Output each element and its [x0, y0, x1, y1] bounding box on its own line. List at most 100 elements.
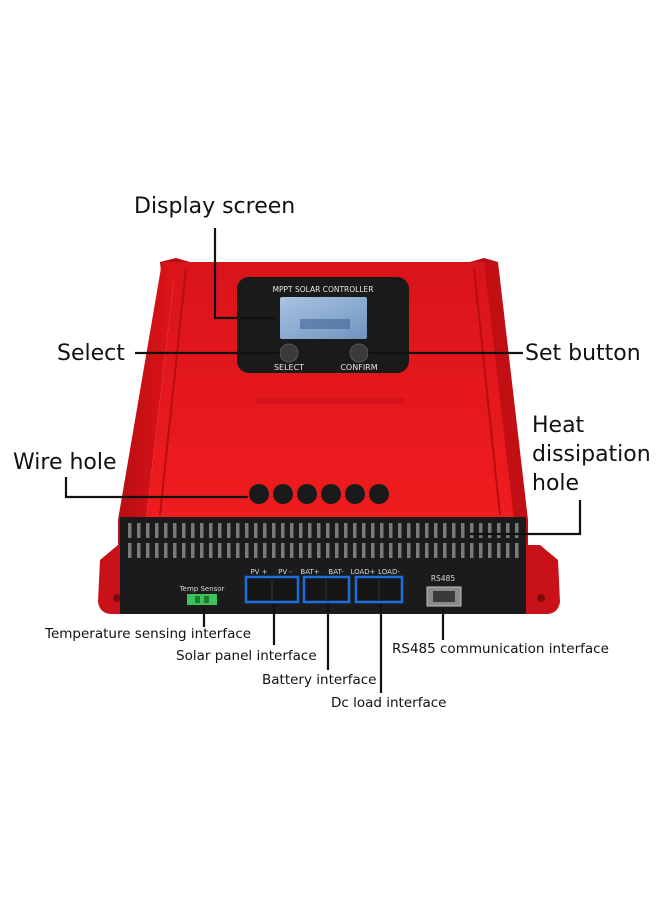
vent-slot	[371, 543, 375, 558]
vent-slot	[191, 543, 195, 558]
wire-hole	[345, 484, 365, 504]
wire-hole	[297, 484, 317, 504]
vent-slot	[164, 543, 168, 558]
vent-slot	[200, 543, 204, 558]
vent-slot	[434, 523, 438, 538]
vent-slot	[137, 543, 141, 558]
load-plus-label: LOAD+	[350, 568, 375, 576]
vent-slot	[173, 523, 177, 538]
vent-slot	[344, 523, 348, 538]
confirm-button[interactable]	[349, 343, 369, 363]
vent-slot	[407, 543, 411, 558]
load-minus-label: LOAD-	[378, 568, 400, 576]
callout-solar-interface: Solar panel interface	[176, 648, 317, 664]
vent-slot	[281, 543, 285, 558]
vent-slot	[425, 523, 429, 538]
vent-slot	[173, 543, 177, 558]
leader-display	[213, 228, 275, 320]
wire-hole	[369, 484, 389, 504]
vent-slot	[470, 543, 474, 558]
vent-slot	[299, 543, 303, 558]
callout-select: Select	[57, 341, 125, 366]
vent-slot	[488, 543, 492, 558]
vent-slot	[272, 543, 276, 558]
vent-slot	[506, 523, 510, 538]
vent-slot	[353, 523, 357, 538]
mounting-ear-right	[518, 545, 560, 614]
vent-slot	[470, 523, 474, 538]
vent-slot	[344, 543, 348, 558]
vent-slot	[506, 543, 510, 558]
vent-slot	[407, 523, 411, 538]
vent-slot	[299, 523, 303, 538]
vent-slot	[155, 523, 159, 538]
vent-slot	[515, 543, 519, 558]
vent-slot	[308, 543, 312, 558]
housing-left-side	[118, 262, 176, 545]
callout-wire-hole: Wire hole	[13, 450, 117, 475]
vent-slot	[452, 523, 456, 538]
rs485-port-slot	[433, 591, 455, 602]
vent-slot	[461, 523, 465, 538]
temp-sensor-connector[interactable]	[187, 594, 217, 605]
pv-minus-label: PV -	[278, 568, 292, 576]
vent-slot	[443, 543, 447, 558]
callout-heat-dissipation: Heat dissipation hole	[532, 413, 651, 496]
bat-minus-label: BAT-	[328, 568, 344, 576]
vent-slot	[389, 523, 393, 538]
leader-heat	[470, 500, 582, 536]
vent-slot	[416, 543, 420, 558]
vent-slot	[497, 523, 501, 538]
vent-slot	[434, 543, 438, 558]
vent-slot	[398, 543, 402, 558]
vent-slot	[164, 523, 168, 538]
vent-slot	[515, 523, 519, 538]
vent-slot	[353, 543, 357, 558]
vent-slot	[128, 523, 132, 538]
top-rib-left	[159, 267, 187, 516]
leader-lines	[64, 228, 582, 693]
vent-slot	[416, 523, 420, 538]
select-button-label: SELECT	[274, 363, 304, 372]
vent-slot	[425, 543, 429, 558]
vent-slot	[254, 543, 258, 558]
vent-slot	[236, 523, 240, 538]
wire-holes	[249, 484, 389, 504]
wire-hole	[249, 484, 269, 504]
vent-slot	[128, 543, 132, 558]
callout-rs485-interface: RS485 communication interface	[392, 641, 609, 657]
pv-plus-label: PV +	[250, 568, 267, 576]
vent-slot	[479, 523, 483, 538]
vent-slot	[209, 523, 213, 538]
vent-slot	[218, 523, 222, 538]
leader-wire	[64, 477, 248, 499]
vent-slot	[182, 523, 186, 538]
vent-slot	[209, 543, 213, 558]
confirm-button-label: CONFIRM	[340, 363, 377, 372]
vent-slot	[137, 523, 141, 538]
vent-slot	[488, 523, 492, 538]
vent-slot	[317, 543, 321, 558]
vent-slot	[245, 543, 249, 558]
vent-slot	[146, 523, 150, 538]
vent-slot	[479, 543, 483, 558]
panel-title: MPPT SOLAR CONTROLLER	[273, 285, 374, 294]
vent-slot	[362, 523, 366, 538]
vent-slot	[362, 543, 366, 558]
vent-slot	[335, 523, 339, 538]
vent-slot	[398, 523, 402, 538]
callout-battery-interface: Battery interface	[262, 672, 377, 688]
wire-hole	[321, 484, 341, 504]
callout-display-screen: Display screen	[134, 194, 296, 219]
vent-slot	[281, 523, 285, 538]
vent-slot	[191, 523, 195, 538]
callout-temperature-interface: Temperature sensing interface	[45, 626, 252, 642]
vent-slot	[227, 543, 231, 558]
lcd-digits	[300, 319, 350, 329]
heat-dissipation-vents	[128, 523, 519, 558]
vent-slot	[380, 543, 384, 558]
select-button[interactable]	[279, 343, 299, 363]
temp-sensor-pin	[195, 596, 200, 603]
vent-slot	[452, 543, 456, 558]
